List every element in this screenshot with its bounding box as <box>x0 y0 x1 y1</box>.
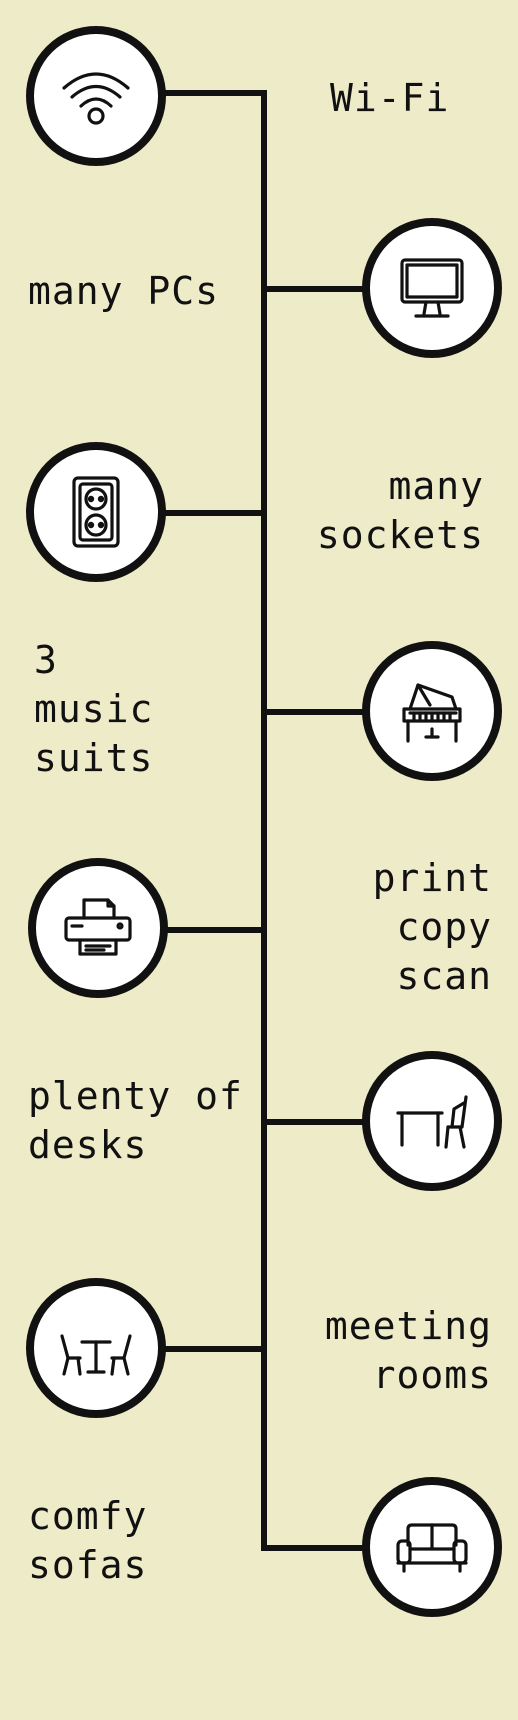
feature-label: many sockets <box>316 464 484 557</box>
connector <box>158 927 267 933</box>
timeline-spine <box>261 90 267 1551</box>
feature-sofas <box>362 1477 502 1617</box>
feature-wifi <box>26 26 166 166</box>
feature-label: plenty of desks <box>28 1074 243 1167</box>
connector <box>160 90 267 96</box>
connector <box>261 1119 367 1125</box>
feature-label: Wi-Fi <box>330 76 450 120</box>
connector <box>261 709 367 715</box>
desk-chair-icon <box>396 1095 468 1149</box>
connector <box>261 286 367 292</box>
feature-pcs <box>362 218 502 358</box>
feature-sockets <box>26 442 166 582</box>
feature-music <box>362 641 502 781</box>
feature-meeting <box>26 1278 166 1418</box>
piano-icon <box>402 683 462 743</box>
sofa-icon <box>396 1523 468 1573</box>
feature-printing <box>28 858 168 998</box>
feature-desks <box>362 1051 502 1191</box>
wifi-icon <box>62 72 130 125</box>
printer-icon <box>64 898 132 956</box>
connector <box>155 510 267 516</box>
feature-label: meeting rooms <box>324 1304 492 1397</box>
feature-label: comfy sofas <box>28 1494 148 1587</box>
feature-label: print copy scan <box>372 856 492 998</box>
connector <box>261 1545 367 1551</box>
monitor-icon <box>400 258 464 318</box>
socket-icon <box>72 476 120 548</box>
connector <box>155 1346 267 1352</box>
feature-label: 3 music suits <box>34 638 154 780</box>
table-chairs-icon <box>60 1334 132 1376</box>
feature-label: many PCs <box>28 269 220 313</box>
